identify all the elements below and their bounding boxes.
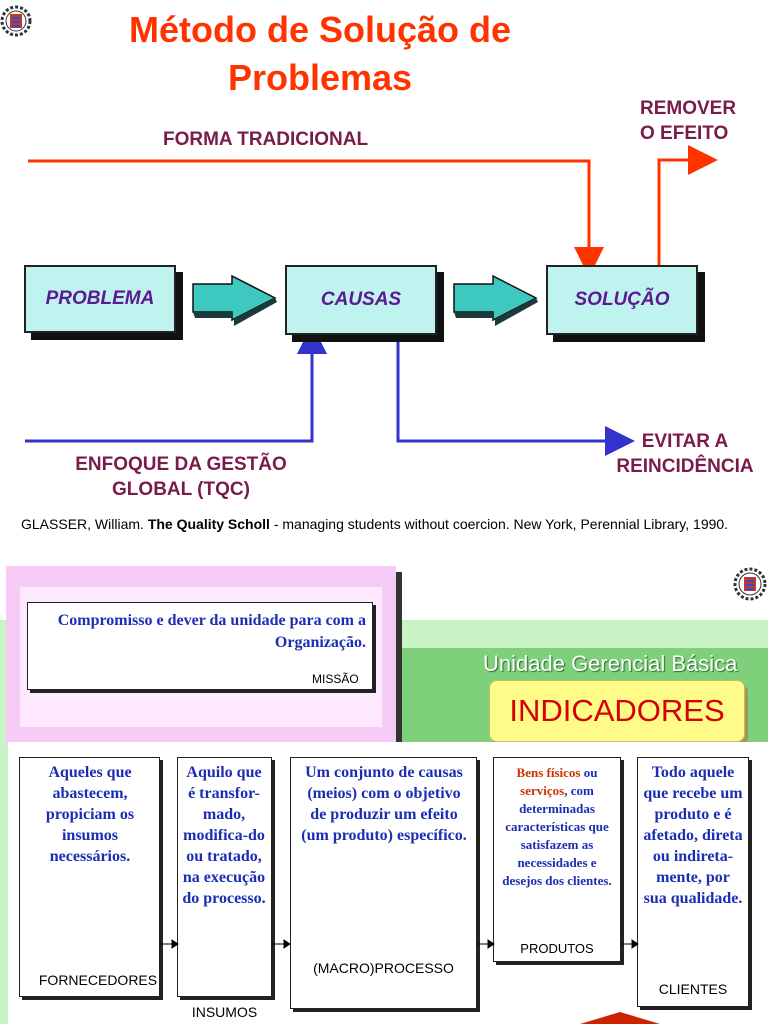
mission-label: MISSÃO	[312, 672, 359, 686]
flow-diagram-lines	[25, 145, 718, 456]
institution-logo-2	[733, 566, 767, 601]
suppliers-text: Aqueles que abastecem, propiciam os insu…	[45, 764, 135, 865]
customers-text: Todo aquele que recebe um produto e é af…	[643, 764, 743, 907]
solution-box-label: SOLUÇÃO	[574, 289, 670, 310]
avoid-recurrence-line	[396, 337, 635, 456]
products-text: Bens físicos ou serviços, com determinad…	[499, 764, 615, 890]
avoid-recurrence-line-2: REINCIDÊNCIA	[616, 456, 754, 477]
title-line-1: Método de Solução de	[128, 9, 512, 50]
reference-details: - managing students without coercion. Ne…	[269, 516, 729, 532]
arrow-problema-causas	[192, 274, 277, 326]
problem-box: PROBLEMA	[24, 265, 176, 333]
products-services: serviços	[520, 783, 565, 798]
customers-label: CLIENTES	[658, 981, 728, 997]
products-box	[493, 757, 621, 962]
remove-effect-label: REMOVER O EFEITO	[640, 96, 736, 146]
process-box	[290, 757, 477, 1009]
suppliers-box	[19, 757, 160, 997]
institution-logo	[0, 4, 32, 37]
solution-box: SOLUÇÃO	[546, 265, 698, 335]
indicators-label: INDICADORES	[509, 693, 725, 728]
reference-title: The Quality Scholl	[147, 516, 270, 532]
products-or: ou	[580, 765, 598, 780]
products-goods: Bens físicos	[516, 765, 581, 780]
inputs-label: INSUMOS	[191, 1004, 258, 1020]
tqc-label: ENFOQUE DA GESTÃO GLOBAL (TQC)	[60, 452, 302, 502]
avoid-recurrence-line-1: EVITAR A	[641, 431, 729, 452]
indicators-box: INDICADORES	[489, 680, 745, 742]
bibliographic-reference: GLASSER, William. The Quality Scholl - m…	[21, 516, 728, 532]
reference-author: GLASSER, William.	[21, 516, 148, 532]
remove-effect-line	[657, 145, 718, 266]
suppliers-label: FORNECEDORES	[38, 972, 158, 988]
remove-effect-line-2: O EFEITO	[640, 123, 729, 144]
process-label: (MACRO)PROCESSO	[313, 960, 454, 976]
traditional-way-label: FORMA TRADICIONAL	[163, 129, 369, 150]
causes-box-label: CAUSAS	[320, 289, 402, 310]
bottom-red-arrow-fragment	[580, 1012, 660, 1024]
remove-effect-line-1: REMOVER	[640, 98, 737, 119]
inputs-box	[177, 757, 272, 997]
avoid-recurrence-label: EVITAR A REINCIDÊNCIA	[608, 429, 762, 479]
tqc-path-line	[25, 324, 327, 443]
mission-text: Compromisso e dever da unidade para com …	[57, 612, 366, 651]
ugb-title: Unidade Gerencial Básica	[483, 651, 738, 676]
products-rest: , com determinadas características que s…	[502, 783, 612, 888]
tqc-label-line-2: GLOBAL (TQC)	[112, 479, 250, 500]
problem-box-label: PROBLEMA	[45, 288, 155, 309]
title-line-2: Problemas	[227, 57, 413, 98]
arrow-causas-solucao	[453, 274, 538, 326]
tqc-label-line-1: ENFOQUE DA GESTÃO	[75, 454, 287, 475]
page-title: Método de Solução de Problemas	[60, 6, 580, 102]
mission-box	[27, 602, 373, 690]
products-label: PRODUTOS	[520, 941, 594, 956]
process-text: Um conjunto de causas (meios) com o obje…	[301, 764, 467, 844]
traditional-path-line	[28, 159, 604, 277]
inputs-text: Aquilo que é transfor-mado, modifica-do …	[182, 764, 266, 907]
sipoc-arrows	[160, 939, 639, 949]
customers-box	[637, 757, 749, 1007]
causes-box: CAUSAS	[285, 265, 437, 335]
